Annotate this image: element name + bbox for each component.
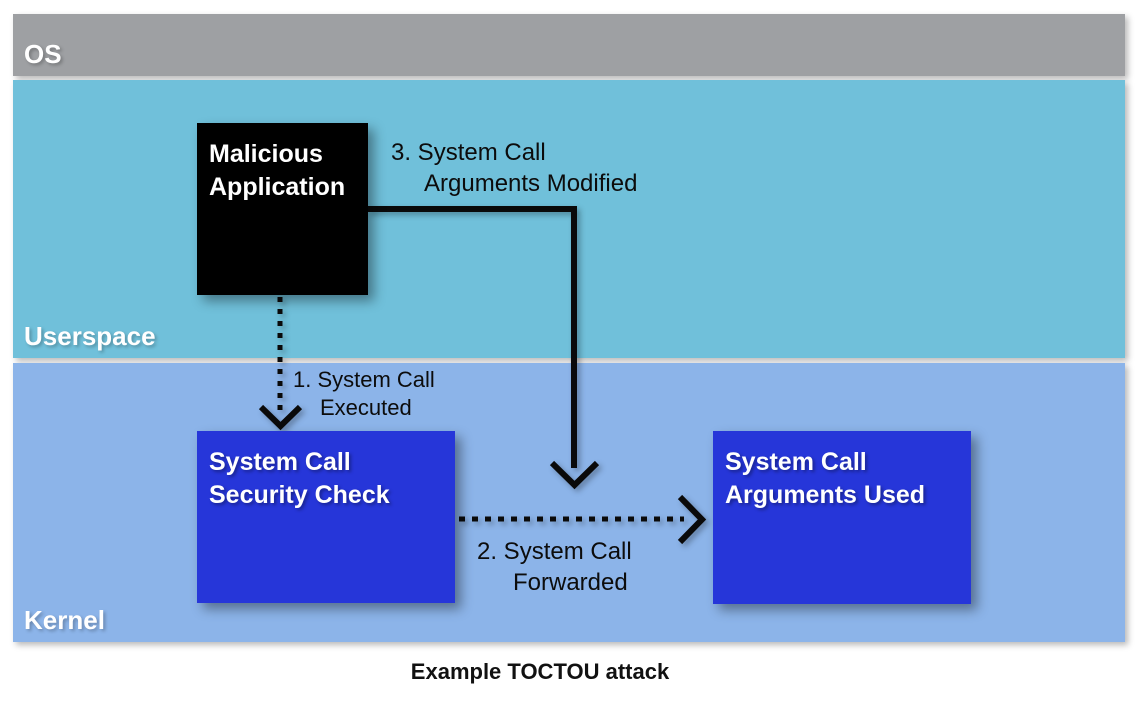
step1-label-line2: Executed bbox=[320, 395, 412, 420]
userspace-region-label: Userspace bbox=[24, 321, 156, 351]
kernel-region-label: Kernel bbox=[24, 605, 105, 635]
userspace-region: Userspace bbox=[13, 80, 1125, 358]
step3-arrow-label: 3. System Call Arguments Modified bbox=[391, 137, 637, 199]
step1-arrow-label: 1. System Call Executed bbox=[293, 366, 435, 422]
arguments-used-label-line2: Arguments Used bbox=[725, 481, 926, 509]
system-call-arguments-used-box: System Call Arguments Used bbox=[713, 431, 971, 604]
os-region-label: OS bbox=[24, 39, 62, 69]
os-region: OS bbox=[13, 14, 1125, 76]
security-check-label-line1: System Call bbox=[209, 448, 351, 476]
step3-label-line1: 3. System Call bbox=[391, 139, 546, 166]
malicious-application-label-line2: Application bbox=[209, 173, 346, 201]
malicious-application-box: Malicious Application bbox=[197, 123, 368, 295]
step2-arrow-label: 2. System Call Forwarded bbox=[477, 536, 632, 598]
malicious-application-label-line1: Malicious bbox=[209, 140, 323, 168]
security-check-label-line2: Security Check bbox=[209, 481, 390, 509]
step3-label-line2: Arguments Modified bbox=[424, 170, 638, 197]
diagram-caption: Example TOCTOU attack bbox=[410, 659, 670, 684]
arguments-used-label-line1: System Call bbox=[725, 448, 867, 476]
system-call-security-check-box: System Call Security Check bbox=[197, 431, 455, 603]
step2-label-line2: Forwarded bbox=[513, 569, 628, 596]
step1-label-line1: 1. System Call bbox=[293, 367, 435, 392]
step2-label-line1: 2. System Call bbox=[477, 538, 632, 565]
